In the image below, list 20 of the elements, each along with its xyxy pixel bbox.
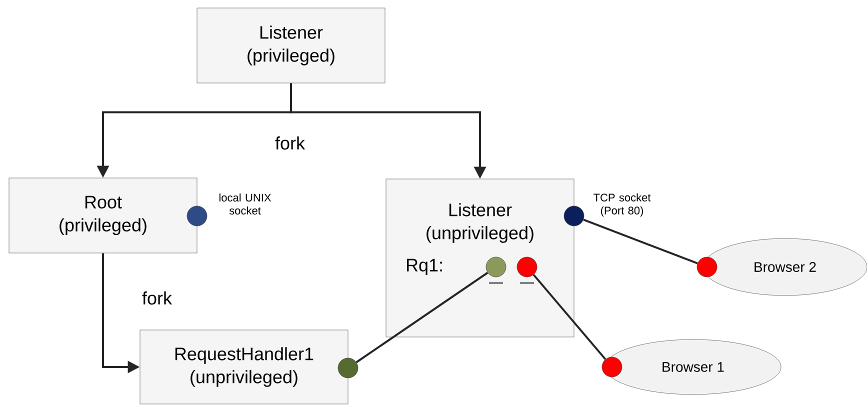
process-box: RequestHandler1 (unprivileged) xyxy=(140,330,348,404)
socket-dot xyxy=(564,206,584,226)
socket-dot xyxy=(602,356,622,378)
process-box: Listener (unprivileged) Rq1: xyxy=(386,178,574,338)
socket-dot xyxy=(186,206,208,226)
edge-label: fork xyxy=(141,290,173,306)
socket-dot xyxy=(696,256,718,278)
process-box: Root (privileged) xyxy=(8,178,198,254)
connector-line xyxy=(356,272,488,364)
socket-label: TCP socket (Port 80) xyxy=(594,193,651,217)
ellipse-node: Browser 2 xyxy=(702,238,867,296)
socket-dot xyxy=(486,256,506,278)
socket-label: local UNIX socket xyxy=(219,193,272,215)
socket-dot xyxy=(338,358,358,378)
socket-dot xyxy=(516,256,538,278)
connector-line xyxy=(532,274,606,360)
ellipse-node: Browser 1 xyxy=(604,339,782,395)
edge-label: fork xyxy=(274,135,306,151)
connector-line xyxy=(583,218,698,264)
process-box: Listener (privileged) xyxy=(196,8,386,84)
